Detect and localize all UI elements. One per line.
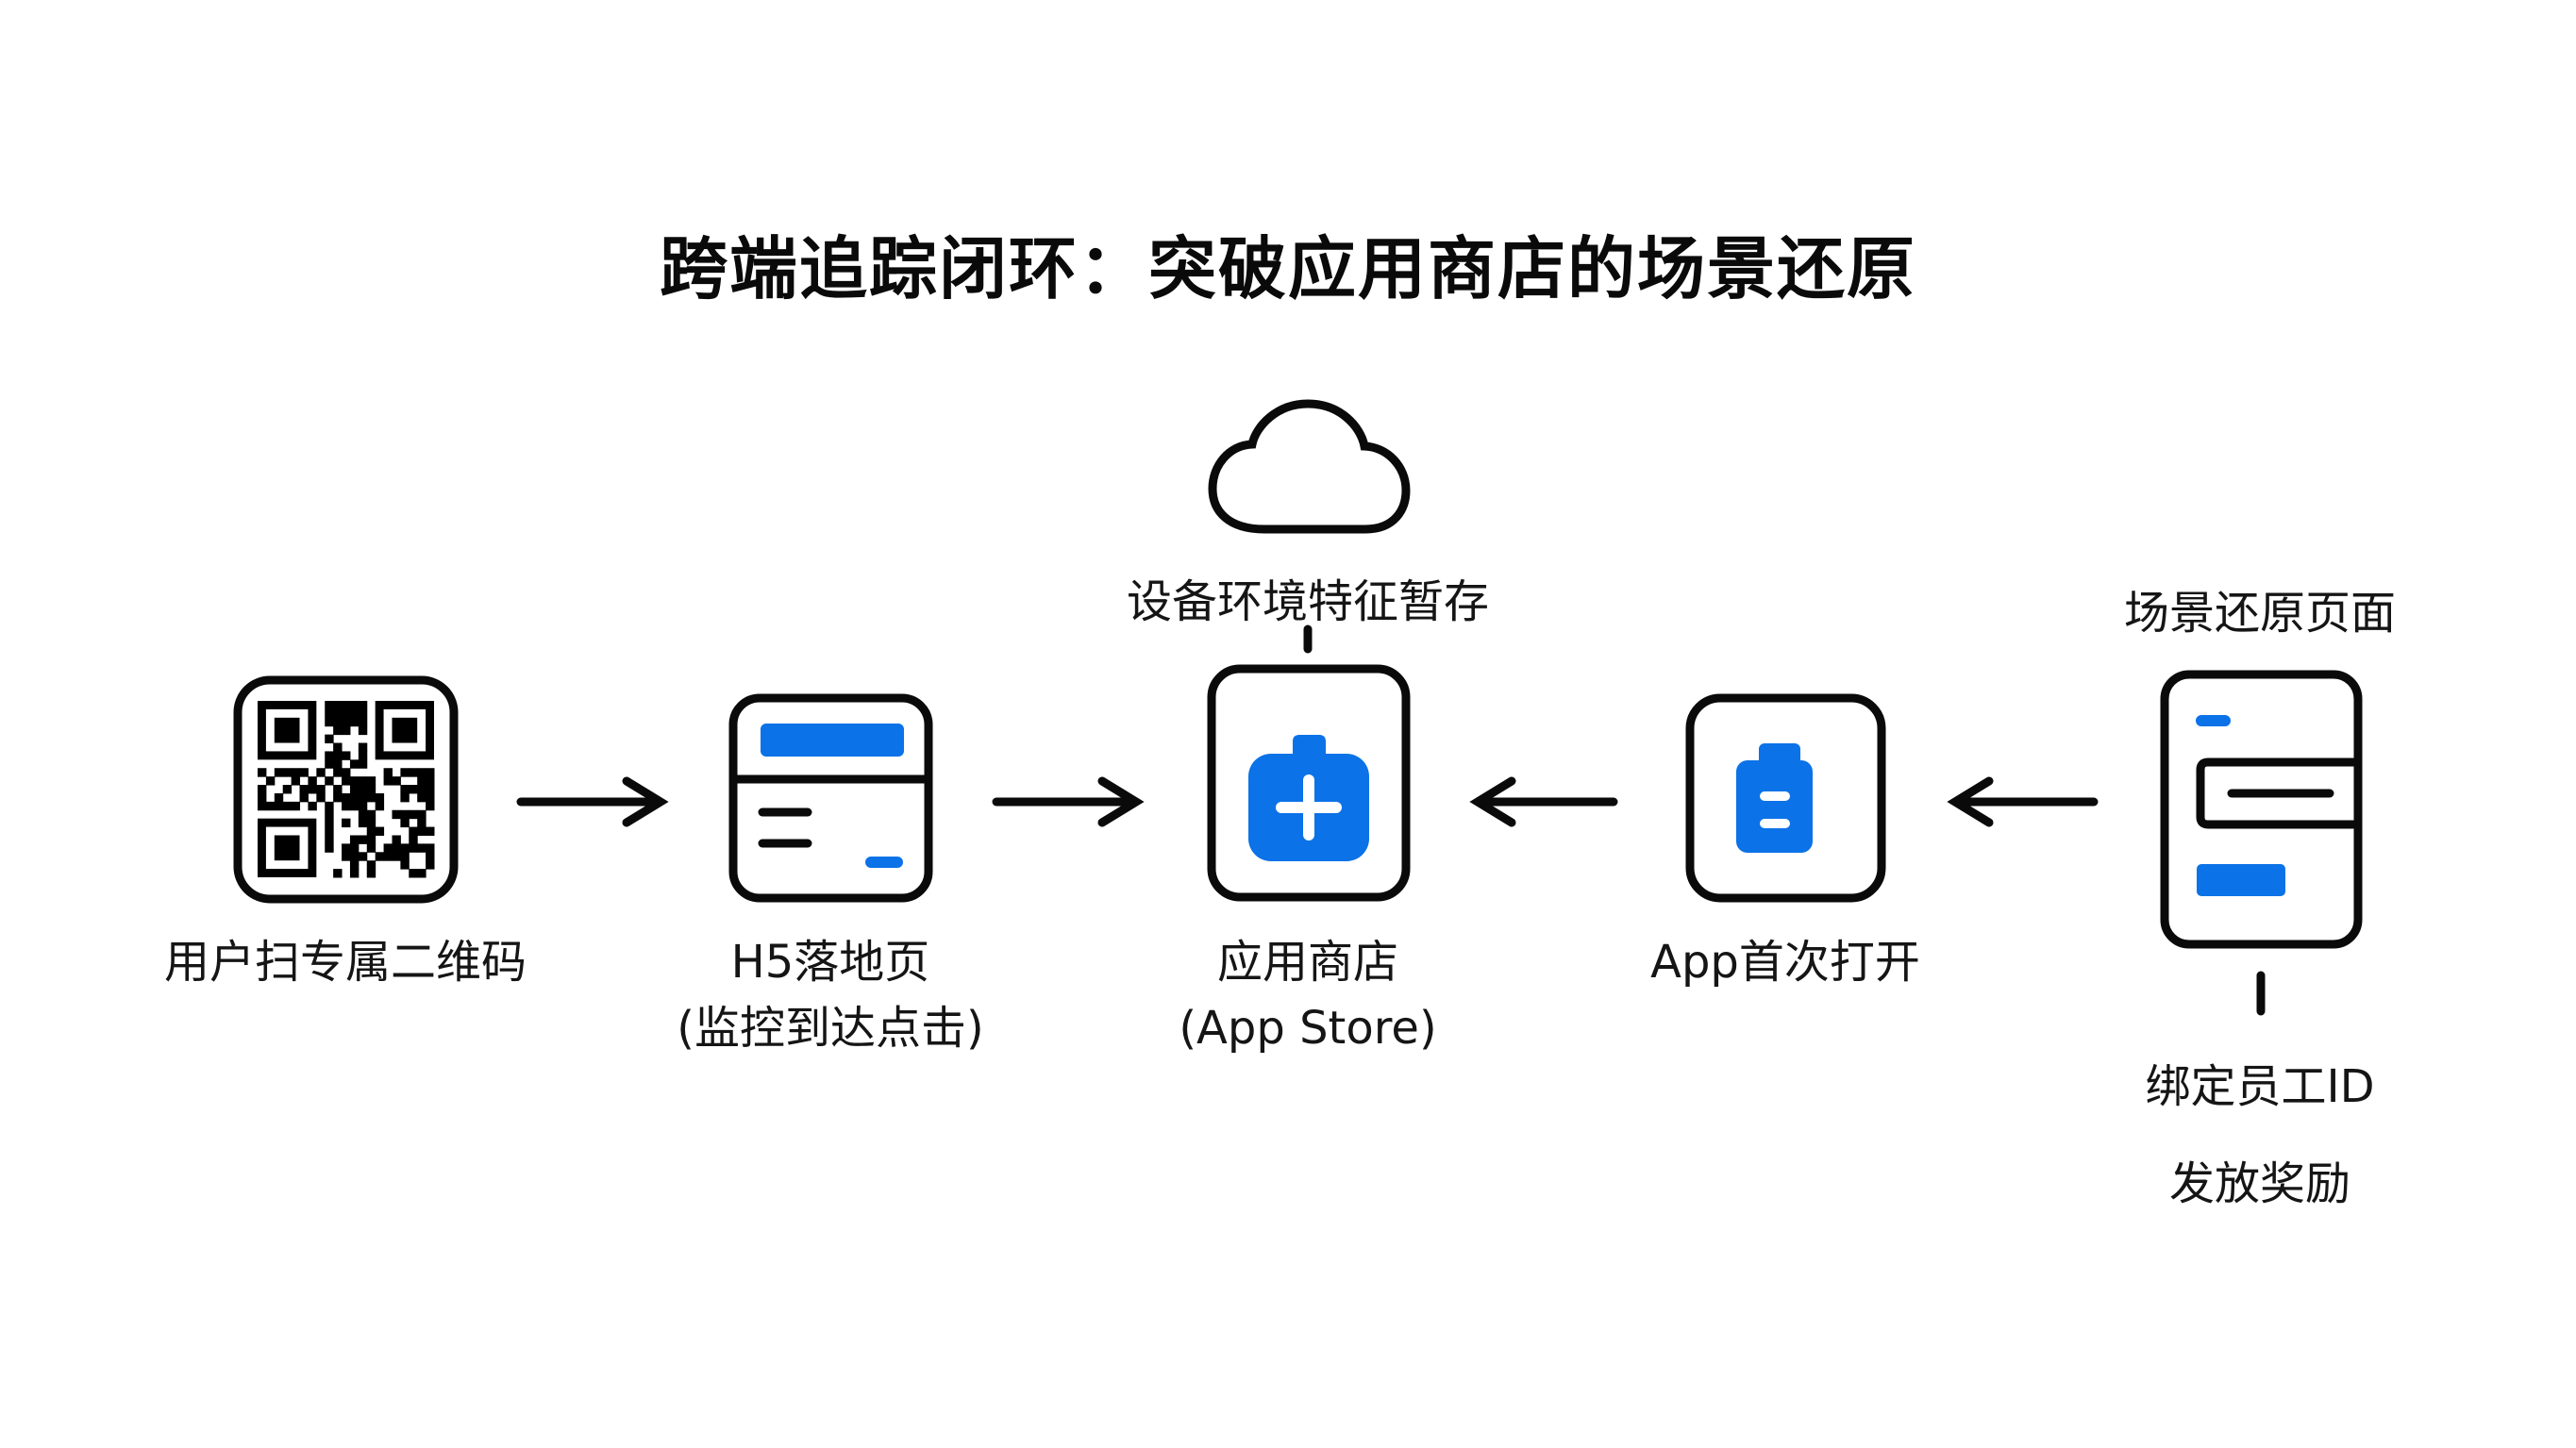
arrow-app-to-store	[1469, 776, 1618, 827]
label-line: 绑定员工ID	[2145, 1060, 2375, 1113]
label-cloud-storage: 设备环境特征暂存	[1127, 569, 1489, 635]
clipboard-icon	[1736, 743, 1813, 853]
label-line: (监控到达点击)	[677, 1002, 984, 1055]
qr-code-icon	[258, 701, 435, 878]
label-line: 用户扫专属二维码	[163, 936, 527, 989]
cta-button	[865, 857, 903, 868]
app-store-bag-plus-icon	[1248, 735, 1369, 861]
arrow-h5-to-store	[992, 776, 1145, 827]
tag-bar	[2196, 715, 2231, 726]
cloud-icon	[1208, 399, 1411, 534]
app-first-open-node	[1685, 693, 1886, 903]
label-line: 应用商店	[1216, 936, 1399, 989]
qr-code-node	[233, 675, 459, 904]
label-h5-landing: H5落地页 (监控到达点击)	[677, 929, 983, 1061]
label-line: 场景还原页面	[2123, 587, 2397, 640]
action-button	[2197, 864, 2285, 896]
diagram-title: 跨端追踪闭环：突破应用商店的场景还原	[659, 229, 1916, 308]
app-store-node	[1207, 664, 1411, 902]
label-scene-restore-page: 场景还原页面	[2124, 580, 2396, 646]
label-qr-scan: 用户扫专属二维码	[164, 929, 527, 995]
label-app-store: 应用商店 (App Store)	[1179, 929, 1436, 1061]
arrow-scene-to-app	[1947, 776, 2099, 827]
label-line: App首次打开	[1650, 936, 1920, 989]
label-line: (App Store)	[1179, 1002, 1437, 1055]
landing-page-icon	[728, 693, 933, 903]
header-bar	[761, 724, 904, 757]
label-line: H5落地页	[730, 936, 930, 989]
label-line: 发放奖励	[2168, 1157, 2350, 1210]
label-app-first-open: App首次打开	[1650, 929, 1920, 995]
arrow-qr-to-h5	[516, 776, 669, 827]
label-line: 设备环境特征暂存	[1126, 575, 1490, 628]
label-bind-reward: 绑定员工ID 发放奖励	[2145, 1039, 2374, 1233]
scene-page-icon	[2160, 670, 2363, 949]
